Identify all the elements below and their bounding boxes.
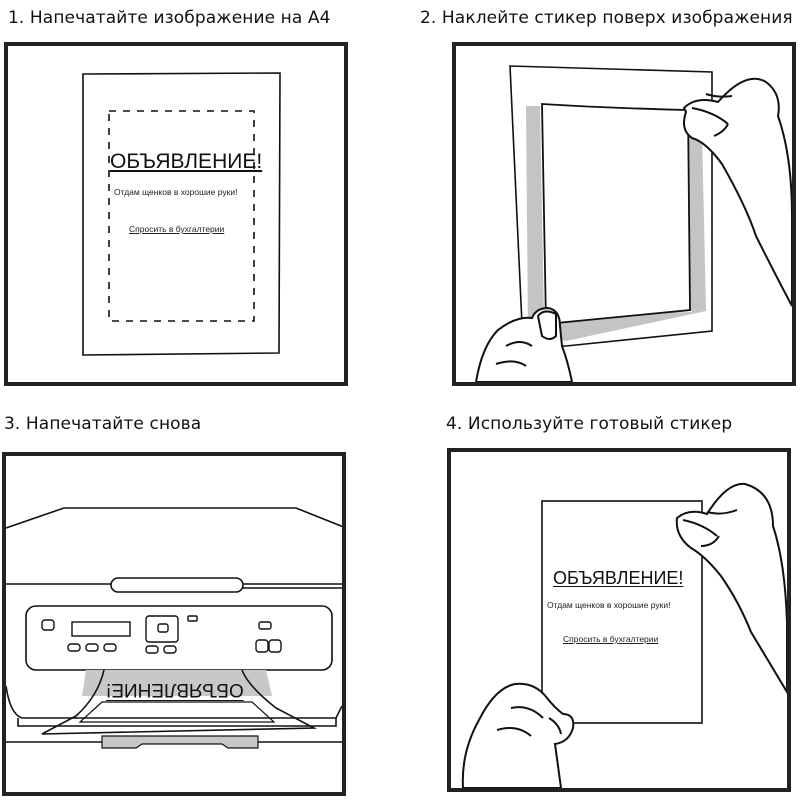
printer-illustration xyxy=(6,507,342,749)
start-button-right[interactable] xyxy=(268,639,282,653)
control-panel xyxy=(25,605,333,671)
right-hand-icon xyxy=(675,482,787,694)
sticker-sheet xyxy=(541,103,691,325)
poster-link: Спросить в бухгалтерии xyxy=(129,224,225,234)
indicator xyxy=(187,615,198,622)
right-hand-icon xyxy=(682,77,792,307)
poster-link: Спросить в бухгалтерии xyxy=(563,634,659,644)
dashed-sticker-area xyxy=(108,110,255,322)
a4-sheet xyxy=(82,72,281,356)
nav-ok-button[interactable] xyxy=(157,623,169,633)
printer-lid xyxy=(6,507,342,529)
power-button[interactable] xyxy=(41,619,55,631)
sticker-application-illustration xyxy=(474,65,792,382)
lcd-display xyxy=(71,621,131,637)
left-hand-icon xyxy=(461,682,575,788)
control-panel-buttons xyxy=(41,615,282,654)
printer-foot xyxy=(17,718,337,727)
printer-base xyxy=(6,685,342,719)
left-hand-icon xyxy=(474,306,574,382)
button-3[interactable] xyxy=(103,643,117,652)
poster-title: ОБЪЯВЛЕНИЕ! xyxy=(553,568,684,588)
printed-sheet-inner xyxy=(78,701,276,723)
poster-title: ОБЪЯВЛЕНИЕ! xyxy=(110,150,263,173)
printed-sheet-shadow xyxy=(82,670,272,696)
step-1-caption: 1. Напечатайте изображение на A4 xyxy=(8,8,331,28)
button-6[interactable] xyxy=(258,621,272,630)
step-4-caption: 4. Используйте готовый стикер xyxy=(446,414,733,434)
printed-sheet xyxy=(41,669,318,735)
output-tray xyxy=(101,735,259,749)
finished-sticker xyxy=(541,500,703,724)
a4-sheet-illustration xyxy=(82,72,281,356)
step-2-caption: 2. Наклейте стикер поверх изображения xyxy=(420,8,793,28)
poster-line: Отдам щенков в хорошие руки! xyxy=(114,187,238,197)
step-2-panel xyxy=(452,42,796,386)
button-5[interactable] xyxy=(163,645,177,654)
button-2[interactable] xyxy=(85,643,99,652)
step-4-panel: ОБЪЯВЛЕНИЕ! Отдам щенков в хорошие руки!… xyxy=(447,448,791,792)
paper-slot xyxy=(110,577,244,593)
finished-sticker-illustration xyxy=(461,482,787,788)
start-button-left[interactable] xyxy=(255,639,269,653)
poster-line: Отдам щенков в хорошие руки! xyxy=(547,600,671,610)
step-3-caption: 3. Напечатайте снова xyxy=(4,414,202,434)
step-3-panel: ОБЪЯВЛЕНИЕ! xyxy=(2,452,346,796)
mirrored-print-text: ОБЪЯВЛЕНИЕ! xyxy=(106,679,244,700)
step-1-panel: ОБЪЯВЛЕНИЕ! Отдам щенков в хорошие руки!… xyxy=(4,42,348,386)
button-1[interactable] xyxy=(67,643,81,652)
button-4[interactable] xyxy=(145,645,159,654)
